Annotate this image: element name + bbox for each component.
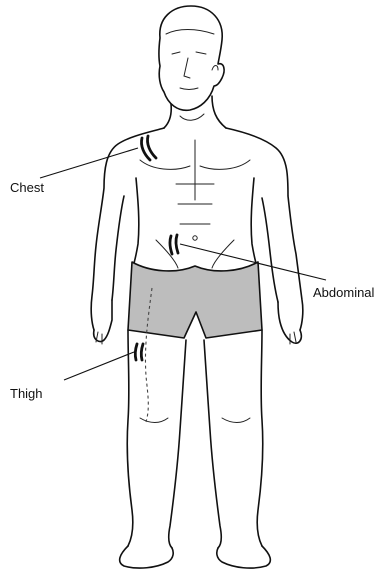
thigh-leader-line xyxy=(64,352,134,380)
chest-site-marker xyxy=(141,136,156,160)
thigh-site-marker xyxy=(135,344,143,360)
shorts-region xyxy=(128,262,262,338)
abdominal-label: Abdominal xyxy=(313,285,375,300)
thigh-label: Thigh xyxy=(10,386,43,401)
chest-leader-line xyxy=(40,148,138,178)
abdominal-site-marker xyxy=(170,235,178,254)
chest-label: Chest xyxy=(10,180,44,195)
